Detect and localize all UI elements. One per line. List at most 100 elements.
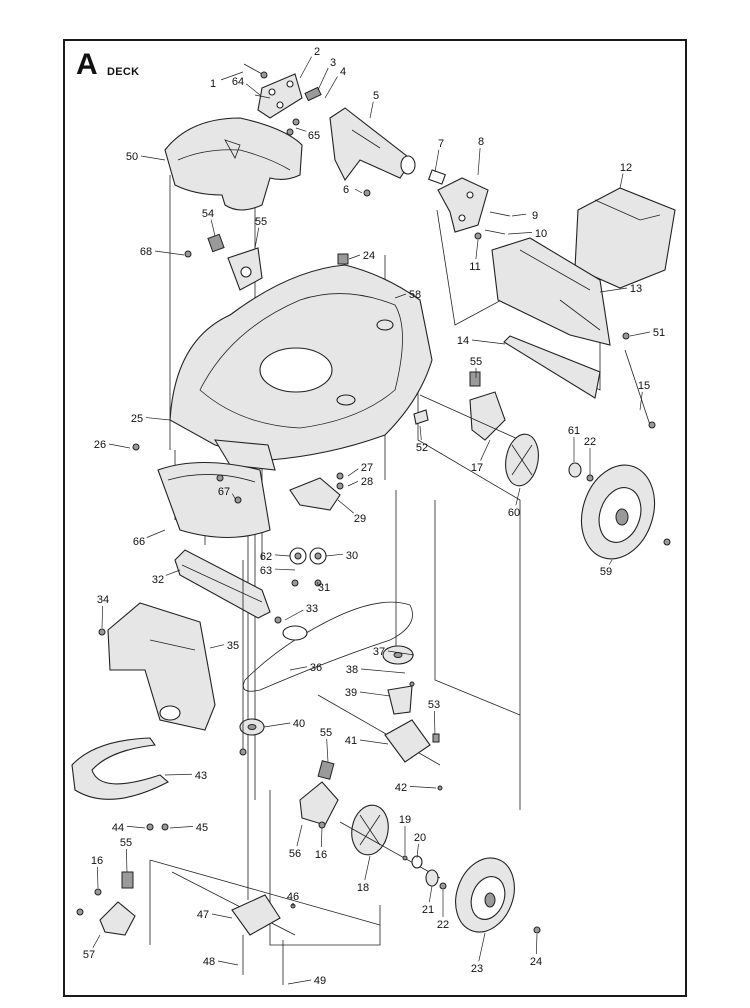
callout-leader — [217, 960, 239, 966]
washer-62 — [568, 462, 582, 478]
callout-leader — [428, 885, 433, 903]
callout-leader — [347, 481, 359, 487]
callout-number: 49 — [314, 975, 326, 987]
callout-number: 4 — [340, 66, 346, 78]
callout-leader — [210, 219, 216, 237]
callout-leader — [359, 691, 391, 697]
callout-8: 8 — [477, 136, 484, 176]
callout-37: 37 — [373, 646, 415, 658]
callout-24: 24 — [348, 250, 375, 262]
rear-guard — [107, 602, 216, 731]
callout-number: 64 — [232, 76, 244, 88]
callout-leader — [325, 553, 344, 557]
callout-22: 22 — [584, 436, 596, 475]
callout-number: 55 — [120, 837, 132, 849]
callout-17: 17 — [471, 439, 491, 474]
callout-number: 28 — [361, 476, 373, 488]
callout-43: 43 — [164, 770, 207, 782]
callout-number: 35 — [227, 640, 239, 652]
callout-16: 16 — [91, 855, 103, 889]
callout-9: 9 — [511, 210, 538, 222]
callout-51: 51 — [629, 327, 665, 339]
callout-number: 34 — [97, 594, 109, 606]
callout-12: 12 — [619, 162, 632, 189]
callout-leader — [360, 668, 406, 674]
callout-leader — [92, 934, 101, 948]
callout-leader — [433, 710, 436, 736]
callout-leader — [164, 773, 193, 776]
front-axle-lever — [419, 371, 521, 441]
mower-deck — [169, 264, 433, 471]
callout-number: 45 — [196, 822, 208, 834]
callout-leader — [154, 250, 185, 256]
callout-number: 11 — [469, 261, 480, 273]
callout-number: 22 — [584, 436, 596, 448]
callout-leader — [515, 487, 521, 506]
callout-number: 10 — [535, 228, 547, 240]
callout-leader — [416, 843, 419, 859]
callout-number: 5 — [373, 90, 379, 102]
callout-number: 47 — [197, 909, 209, 921]
screw-52 — [622, 332, 630, 340]
callout-leader — [609, 559, 613, 565]
callout-leader — [471, 339, 506, 345]
drive-belt — [242, 601, 413, 692]
callout-46: 46 — [287, 891, 299, 906]
callout-61: 61 — [568, 425, 580, 462]
callout-55: 55 — [320, 727, 332, 763]
callout-leader — [359, 739, 389, 745]
callout-leader — [254, 227, 260, 249]
callout-13: 13 — [599, 283, 642, 295]
callout-number: 31 — [318, 582, 330, 594]
callout-66: 66 — [133, 529, 166, 548]
callout-leader — [387, 650, 415, 656]
callout-6: 6 — [343, 184, 363, 196]
callout-leader — [146, 529, 166, 538]
callout-number: 36 — [310, 662, 322, 674]
callout-number: 55 — [255, 216, 267, 228]
height-lever-bottom — [76, 871, 136, 936]
grass-bag — [574, 187, 676, 289]
height-lever-rear — [299, 760, 339, 829]
callout-26: 26 — [94, 439, 131, 451]
callout-leader — [101, 605, 103, 629]
callout-39: 39 — [345, 687, 391, 699]
deflector-plate-14 — [503, 335, 601, 399]
knob-25 — [337, 253, 349, 265]
callout-number: 53 — [428, 699, 440, 711]
callout-50: 50 — [126, 151, 166, 163]
callout-59: 59 — [600, 559, 613, 578]
callout-number: 27 — [361, 462, 373, 474]
callout-28: 28 — [347, 476, 373, 488]
callout-leader — [639, 391, 643, 411]
callout-56: 56 — [289, 824, 303, 860]
callout-62: 62 — [260, 551, 291, 563]
callout-number: 15 — [638, 380, 650, 392]
callout-number: 41 — [345, 735, 357, 747]
bearings — [289, 472, 344, 587]
callout-number: 3 — [330, 57, 336, 69]
callout-number: 2 — [314, 46, 320, 58]
callout-leader — [320, 827, 323, 848]
callout-leader — [434, 149, 440, 173]
callout-leader — [599, 287, 628, 293]
callout-42: 42 — [395, 782, 437, 794]
gearbox — [171, 871, 296, 975]
callout-leader — [295, 127, 307, 132]
grass-chute — [491, 237, 611, 346]
handle-link-arm — [329, 107, 416, 182]
callout-16: 16 — [315, 827, 327, 861]
callout-58: 58 — [394, 289, 421, 301]
callout-number: 25 — [131, 413, 143, 425]
callout-number: 24 — [530, 956, 542, 968]
callout-1: 1 — [210, 71, 244, 90]
callout-number: 62 — [260, 551, 272, 563]
front-wheel — [581, 464, 655, 560]
callout-number: 44 — [112, 822, 124, 834]
callout-leader — [337, 499, 354, 514]
blade — [174, 549, 282, 624]
callout-leader — [165, 569, 181, 576]
callout-63: 63 — [260, 565, 296, 577]
callout-number: 52 — [416, 442, 428, 454]
